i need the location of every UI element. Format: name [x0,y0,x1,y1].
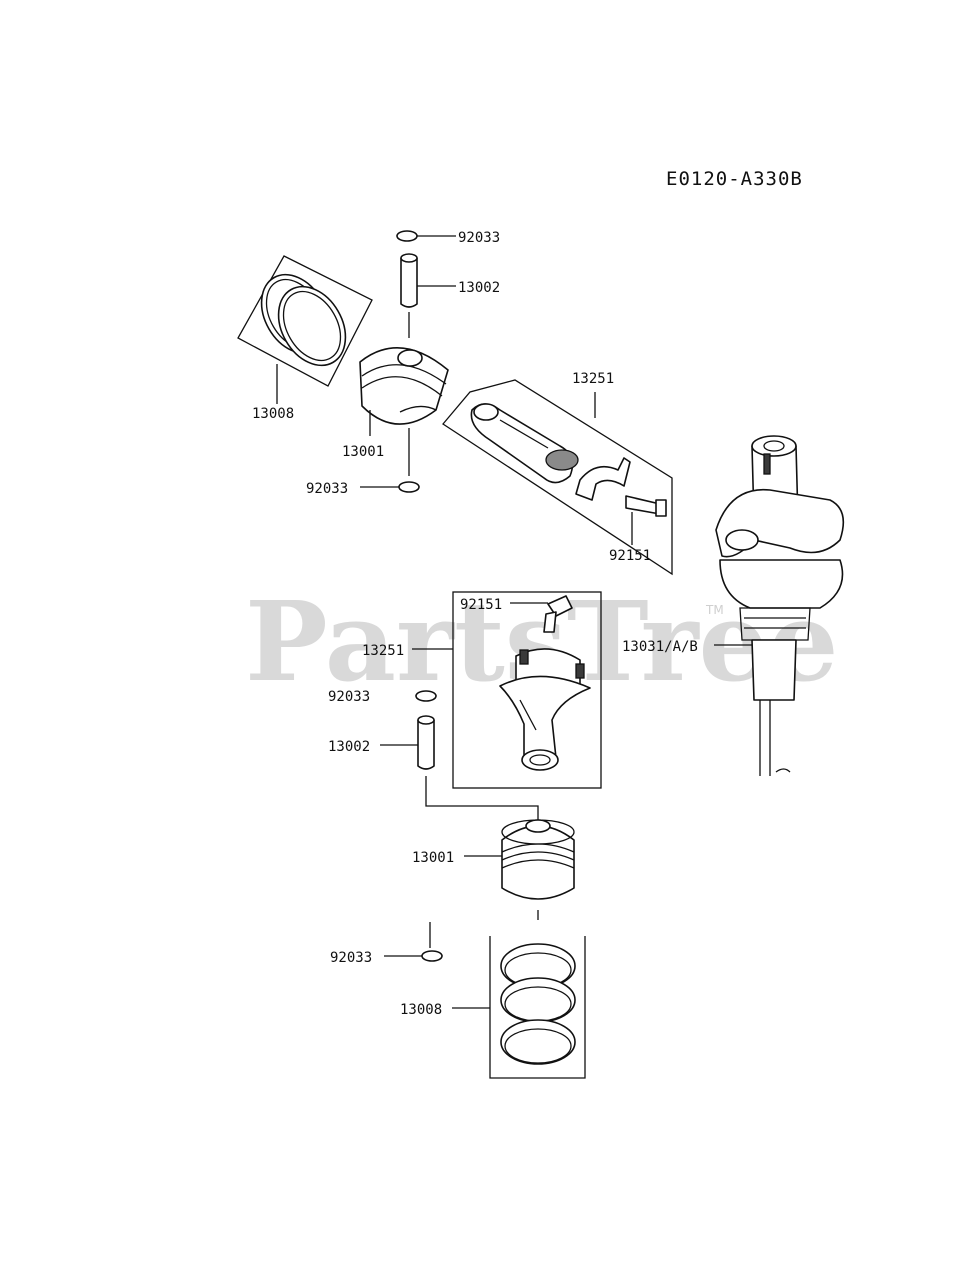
label-lower-piston: 13001 [412,850,454,866]
lower-rod-bolt[interactable]: 92151 [460,595,573,633]
label-upper-piston-pin: 13002 [458,280,500,296]
lower-piston-pin[interactable]: 13002 [328,715,539,820]
upper-rod-bolt[interactable]: 92151 [609,512,651,564]
upper-connecting-rod[interactable]: 13251 [442,371,673,576]
upper-ring-set[interactable]: 13008 [237,255,373,422]
label-lower-snap-ring-top: 92033 [328,689,370,705]
label-crankshaft: 13031/A/B [622,639,698,655]
lower-snap-ring-top[interactable]: 92033 [328,689,437,705]
upper-piston[interactable]: 13001 [342,346,449,476]
label-upper-connecting-rod: 13251 [572,371,614,387]
upper-snap-ring-bottom[interactable]: 92033 [306,481,420,497]
upper-piston-pin[interactable]: 13002 [400,253,500,338]
label-lower-connecting-rod: 13251 [362,643,404,659]
label-upper-snap-ring-bottom: 92033 [306,481,348,497]
lower-ring-set[interactable]: 13008 [400,936,586,1079]
lower-snap-ring-bottom[interactable]: 92033 [330,922,443,966]
label-upper-rod-bolt: 92151 [609,548,651,564]
diagram-code: E0120-A330B [666,168,803,190]
label-lower-snap-ring-bottom: 92033 [330,950,372,966]
label-lower-ring-set: 13008 [400,1002,442,1018]
watermark-trademark: TM [705,603,724,617]
lower-piston[interactable]: 13001 [412,819,575,920]
lower-connecting-rod[interactable]: 13251 [362,591,602,789]
label-upper-snap-ring-top: 92033 [458,230,500,246]
label-lower-rod-bolt: 92151 [460,597,502,613]
label-upper-ring-set: 13008 [252,406,294,422]
label-lower-piston-pin: 13002 [328,739,370,755]
crankshaft[interactable]: 13031/A/B [622,435,845,776]
label-upper-piston: 13001 [342,444,384,460]
upper-snap-ring-top[interactable]: 92033 [396,230,500,246]
